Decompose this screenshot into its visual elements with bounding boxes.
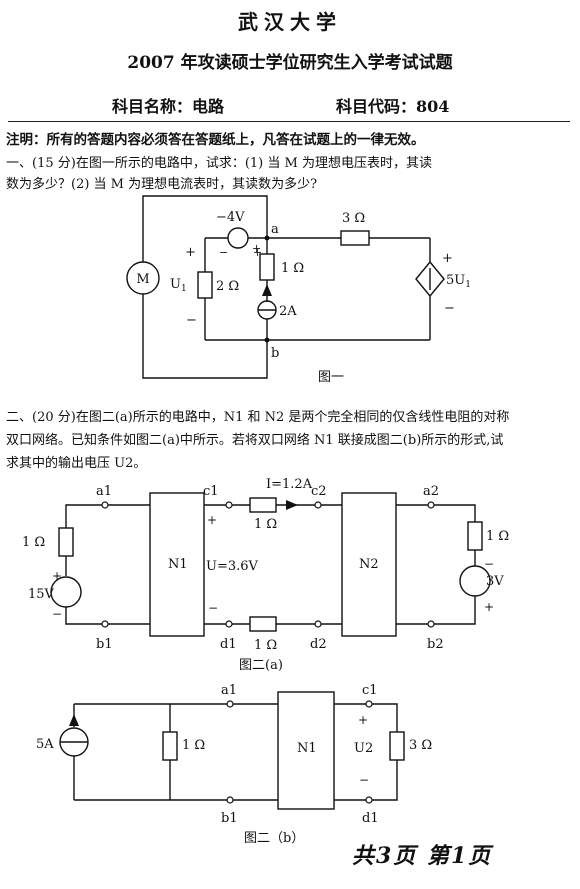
v-right-minus: − bbox=[484, 557, 494, 571]
page-footer: 共3页 第1页 bbox=[352, 843, 493, 869]
node-b-label: b bbox=[271, 346, 279, 361]
u-label: U=3.6V bbox=[206, 559, 259, 574]
terminal-c1: c1 bbox=[203, 484, 219, 499]
source-5a-label: 5A bbox=[36, 737, 54, 752]
r-mid-label: 1 Ω bbox=[182, 738, 205, 753]
resistor-1ohm-top bbox=[249, 497, 277, 513]
figure-2a-caption: 图二(a) bbox=[239, 658, 283, 673]
terminal-b1: b1 bbox=[96, 637, 113, 652]
n1-label-b: N1 bbox=[297, 741, 317, 756]
current-arrow-5a bbox=[69, 714, 79, 726]
r1-plus: + bbox=[252, 242, 261, 255]
subject-name: 科目名称：电路 bbox=[112, 97, 225, 116]
resistor-1ohm-right bbox=[467, 521, 483, 551]
terminal-d1: d1 bbox=[220, 637, 237, 652]
r-left-label: 1 Ω bbox=[22, 535, 45, 550]
terminal-d2: d2 bbox=[310, 637, 327, 652]
resistor-1ohm-bottom bbox=[249, 616, 277, 632]
terminal-a1-b: a1 bbox=[221, 683, 237, 698]
terminal-markers bbox=[101, 501, 435, 804]
header-divider bbox=[8, 121, 570, 122]
u1-label: U1 bbox=[170, 277, 187, 294]
current-arrow-2a bbox=[262, 284, 272, 296]
terminal-b1-b: b1 bbox=[221, 811, 238, 826]
subject-code: 科目代码：804 bbox=[336, 97, 450, 116]
n1-label: N1 bbox=[168, 557, 188, 572]
r3-label: 3 Ω bbox=[342, 211, 365, 226]
question-2-line-2: 双口网络。已知条件如图二(a)中所示。若将双口网络 N1 联接成图二(b)所示的… bbox=[6, 433, 504, 448]
terminal-b2: b2 bbox=[427, 637, 444, 652]
terminal-c1-b: c1 bbox=[362, 683, 378, 698]
network-n1-box-b bbox=[277, 691, 335, 810]
voltage-source-minus4v bbox=[227, 227, 249, 249]
meter-m-symbol bbox=[126, 261, 160, 295]
vsrc-minus: − bbox=[219, 246, 228, 259]
node-a-dot bbox=[264, 235, 270, 241]
resistor-2ohm bbox=[197, 271, 213, 299]
vsrc-label: −4V bbox=[216, 210, 245, 225]
v-right-label: 3V bbox=[486, 574, 504, 589]
resistor-3ohm bbox=[340, 230, 370, 246]
vsrc-plus: + bbox=[253, 246, 262, 259]
node-b-dot bbox=[264, 337, 270, 343]
dep-label: 5U1 bbox=[446, 273, 471, 290]
dep-plus: + bbox=[442, 251, 453, 266]
v-left-label: 15V bbox=[28, 587, 55, 602]
u2-minus: − bbox=[359, 773, 369, 787]
resistor-3ohm-out bbox=[389, 731, 405, 761]
terminal-d1-b: d1 bbox=[362, 811, 379, 826]
figure-2a-circuit bbox=[50, 492, 491, 637]
question-2-line-3: 求其中的输出电压 U2。 bbox=[6, 456, 147, 471]
network-n1-box bbox=[149, 492, 205, 637]
v-right-plus: + bbox=[484, 600, 494, 614]
n2-label: N2 bbox=[359, 557, 379, 572]
current-label: I=1.2A bbox=[266, 477, 313, 492]
u1-minus: − bbox=[186, 313, 197, 328]
v-left-minus: − bbox=[52, 607, 62, 621]
notice: 注明：所有的答题内容必须答在答题纸上，凡答在试题上的一律无效。 bbox=[6, 132, 425, 148]
node-a-label: a bbox=[271, 222, 279, 237]
u2-plus: + bbox=[358, 713, 368, 727]
network-n2-box bbox=[341, 492, 397, 637]
r1-label: 1 Ω bbox=[281, 261, 304, 276]
resistor-1ohm-left bbox=[58, 527, 74, 557]
r2-label: 2 Ω bbox=[216, 279, 239, 294]
v-left-plus: + bbox=[52, 569, 62, 583]
question-2-line-1: 二、(20 分)在图二(a)所示的电路中，N1 和 N2 是两个完全相同的仅含线… bbox=[6, 410, 510, 425]
exam-title: 2007 年攻读硕士学位研究生入学考试试题 bbox=[127, 53, 453, 73]
figure-1-circuit bbox=[126, 195, 445, 379]
u2-label: U2 bbox=[354, 741, 373, 756]
university-name: 武汉大学 bbox=[238, 10, 342, 34]
figure-2b-caption: 图二（b） bbox=[244, 831, 304, 846]
terminal-c2: c2 bbox=[311, 484, 327, 499]
u-plus: + bbox=[207, 513, 217, 527]
resistor-1ohm-mid bbox=[162, 731, 178, 761]
terminal-a2: a2 bbox=[423, 484, 439, 499]
meter-label: M bbox=[136, 272, 149, 287]
u1-plus: + bbox=[185, 245, 196, 260]
r-top-label: 1 Ω bbox=[254, 517, 277, 532]
question-1-line-1: 一、(15 分)在图一所示的电路中，试求：(1) 当 M 为理想电压表时，其读 bbox=[6, 156, 432, 171]
r-right-label: 1 Ω bbox=[486, 529, 509, 544]
dep-minus: − bbox=[444, 301, 455, 316]
figure-2b-circuit bbox=[59, 691, 405, 810]
question-1-line-2: 数为多少？(2) 当 M 为理想电流表时，其读数为多少? bbox=[6, 177, 318, 192]
terminal-a1: a1 bbox=[96, 484, 112, 499]
current-arrow-i bbox=[286, 500, 298, 510]
isrc-label: 2A bbox=[279, 304, 297, 319]
figure-1-caption: 图一 bbox=[318, 370, 344, 385]
u-minus: − bbox=[208, 601, 218, 615]
r-out-label: 3 Ω bbox=[409, 738, 432, 753]
r-bottom-label: 1 Ω bbox=[254, 638, 277, 653]
